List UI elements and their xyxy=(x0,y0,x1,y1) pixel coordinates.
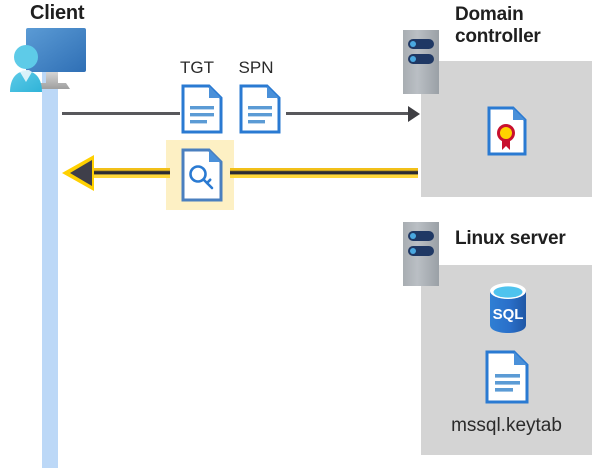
client-title: Client xyxy=(30,2,85,24)
domain-controller-server-rack-icon xyxy=(403,30,439,94)
linux-server-rack-icon xyxy=(403,222,439,286)
request-arrow-segment-right xyxy=(286,112,410,115)
rack-indicator-dot xyxy=(410,248,416,254)
spn-document-icon xyxy=(239,84,281,139)
response-arrowhead-icon xyxy=(70,160,92,186)
rack-pill xyxy=(408,54,434,64)
certificate-document-icon xyxy=(487,106,527,161)
response-arrow-segment-right xyxy=(230,168,418,178)
sql-icon-text: SQL xyxy=(493,306,524,323)
request-arrowhead-icon xyxy=(408,106,420,122)
sql-database-icon: SQL xyxy=(484,280,532,341)
linux-server-title: Linux server xyxy=(455,228,566,249)
rack-indicator-dot xyxy=(410,41,416,47)
rack-indicator-dot xyxy=(410,56,416,62)
rack-pill xyxy=(408,39,434,49)
tgt-label: TGT xyxy=(180,58,214,77)
domain-controller-title: Domain controller xyxy=(455,4,541,48)
service-ticket-key-document-icon xyxy=(181,148,223,207)
rack-indicator-dot xyxy=(410,233,416,239)
client-lifeline xyxy=(42,70,58,468)
rack-pill xyxy=(408,231,434,241)
rack-pill xyxy=(408,246,434,256)
response-arrow-segment-left xyxy=(92,168,170,178)
keytab-document-icon xyxy=(485,350,529,409)
client-workstation-icon xyxy=(6,26,102,96)
keytab-filename-label: mssql.keytab xyxy=(451,415,562,436)
spn-label: SPN xyxy=(238,58,274,77)
tgt-document-icon xyxy=(181,84,223,139)
request-arrow-segment-left xyxy=(62,112,180,115)
